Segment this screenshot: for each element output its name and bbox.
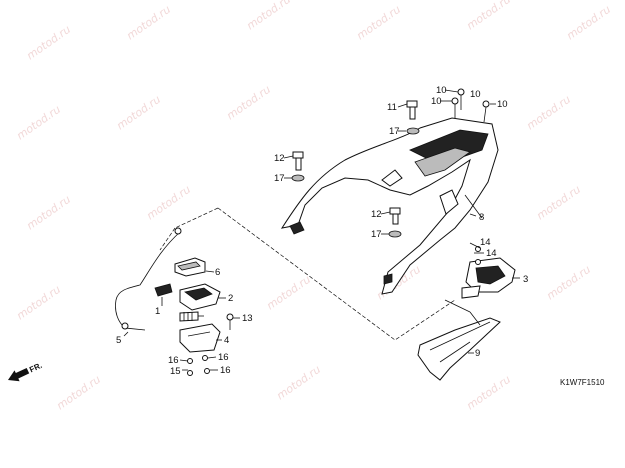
watermark: motod.ru [274, 363, 323, 403]
callout-14: 14 [486, 248, 497, 259]
watermark: motod.ru [124, 3, 173, 43]
bolt-12-lower [388, 207, 402, 238]
plate-4 [179, 323, 221, 353]
callout-12: 12 [274, 153, 285, 164]
latch-bracket [417, 299, 501, 381]
release-cable [115, 227, 182, 331]
watermark: motod.ru [534, 183, 583, 223]
front-direction-arrow: FR. [8, 361, 44, 382]
callout-16: 16 [218, 352, 229, 363]
spring-7 [179, 311, 199, 322]
latch-assembly [461, 246, 516, 299]
grab-rail [280, 117, 499, 295]
callout-10: 10 [431, 96, 442, 107]
watermark: motod.ru [24, 23, 73, 63]
watermark: motod.ru [144, 183, 193, 223]
watermark: motod.ru [464, 0, 513, 32]
watermark: motod.ru [224, 83, 273, 123]
screw-13 [226, 313, 234, 330]
callout-17: 17 [274, 173, 285, 184]
watermark: motod.ru [114, 93, 163, 133]
callout-10: 10 [436, 85, 447, 96]
callout-15: 15 [170, 366, 181, 377]
callout-17: 17 [389, 126, 400, 137]
direction-label: FR. [28, 361, 43, 375]
callouts: 10 10 10 10 11 17 12 17 12 17 8 14 14 3 … [116, 85, 528, 377]
watermark: motod.ru [524, 93, 573, 133]
bolt-11 [406, 100, 420, 135]
watermark: motod.ru [264, 273, 313, 313]
leader-lines [123, 89, 520, 371]
callout-9: 9 [475, 348, 480, 359]
callout-1: 1 [155, 306, 160, 317]
callout-6: 6 [215, 267, 220, 278]
callout-10: 10 [470, 89, 481, 100]
callout-13: 13 [242, 313, 253, 324]
watermark: motod.ru [54, 373, 103, 413]
bolt-12-upper [291, 151, 305, 182]
callout-17: 17 [371, 229, 382, 240]
screws-10 [451, 88, 490, 123]
watermark: motod.ru [244, 0, 293, 32]
assembly-guide-line [159, 207, 456, 341]
watermark: motod.ru [354, 3, 403, 43]
callout-11: 11 [387, 102, 397, 113]
watermark: motod.ru [24, 193, 73, 233]
watermark: motod.ru [14, 103, 63, 143]
watermark: motod.ru [14, 283, 63, 323]
callout-16: 16 [220, 365, 231, 376]
watermark: motod.ru [544, 263, 593, 303]
watermark: motod.ru [464, 373, 513, 413]
callout-12: 12 [371, 209, 382, 220]
callout-14: 14 [480, 237, 491, 248]
actuator-2 [179, 283, 221, 311]
diagram-code: K1W7F1510 [560, 378, 605, 387]
cover-6 [174, 257, 206, 277]
callout-16: 16 [168, 355, 179, 366]
callout-4: 4 [224, 335, 229, 346]
clip-1 [154, 283, 173, 297]
callout-5: 5 [116, 335, 121, 346]
callout-8: 8 [479, 212, 484, 223]
screws-15-16 [187, 355, 210, 376]
callout-10: 10 [497, 99, 508, 110]
callout-2: 2 [228, 293, 233, 304]
watermark: motod.ru [564, 3, 613, 43]
callout-3: 3 [523, 274, 528, 285]
watermark-layer: motod.ru motod.ru motod.ru motod.ru moto… [14, 0, 613, 412]
